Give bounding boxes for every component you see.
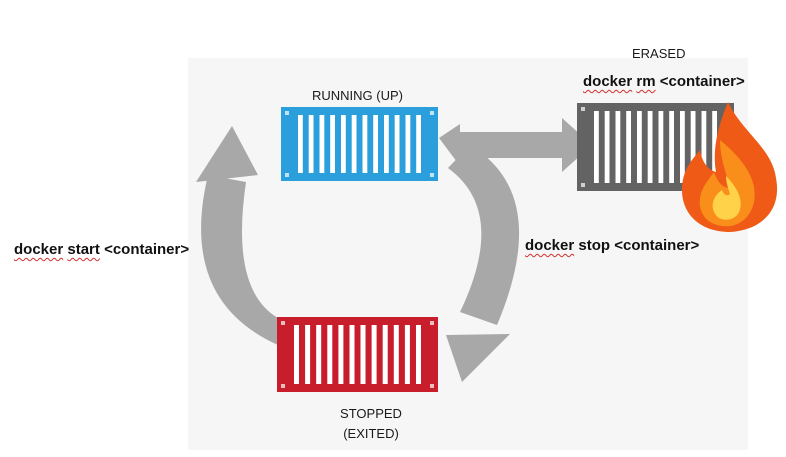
running-container-slat xyxy=(405,115,411,173)
stopped-container-slat xyxy=(316,325,322,384)
stopped-container-corner xyxy=(430,384,434,388)
stop-arrow xyxy=(446,145,520,382)
stopped-container-slat xyxy=(382,325,388,384)
docker-stop-command-verb: stop xyxy=(578,237,611,254)
stopped-container-slat xyxy=(360,325,366,384)
docker-rm-command-arg: <container> xyxy=(659,73,745,90)
erased-container-corner xyxy=(581,107,585,111)
stopped-container-slat xyxy=(393,325,399,384)
running-container-slat xyxy=(351,115,357,173)
running-container-slat xyxy=(373,115,378,173)
docker-start-command-word: docker xyxy=(14,241,64,258)
docker-rm-command-verb: rm xyxy=(636,73,656,90)
rm-arrow xyxy=(439,118,592,172)
running-container-slat xyxy=(416,115,421,173)
docker-start-command-verb: start xyxy=(67,241,100,258)
erased-container-slat xyxy=(701,111,707,183)
running-container-slat xyxy=(362,115,368,173)
running-container-slat xyxy=(319,115,325,173)
running-container-corner xyxy=(285,173,289,177)
stopped-container-slat xyxy=(305,325,311,384)
erased-container-slat xyxy=(669,111,674,183)
docker-start-command-label: docker start <container> xyxy=(14,241,189,258)
docker-rm-command-word: docker xyxy=(583,73,633,90)
docker-rm-command-label: docker rm <container> xyxy=(583,73,745,90)
stopped-container-corner xyxy=(281,321,285,325)
stopped-container-slat xyxy=(371,325,377,384)
stopped-container-corner xyxy=(281,384,285,388)
docker-stop-command-arg: <container> xyxy=(614,237,700,254)
stopped-container-slat xyxy=(404,325,410,384)
erased-container-slat xyxy=(615,111,621,183)
docker-stop-command-word: docker xyxy=(525,237,575,254)
stopped-container-icon xyxy=(277,317,438,392)
running-container-corner xyxy=(285,111,289,115)
docker-start-command-arg: <container> xyxy=(104,241,190,258)
erased-container-slat xyxy=(594,111,599,183)
running-container-corner xyxy=(430,111,434,115)
running-container-slat xyxy=(308,115,314,173)
stopped-container-corner xyxy=(430,321,434,325)
erased-container-slat xyxy=(680,111,685,183)
running-state-label: RUNNING (UP) xyxy=(312,88,403,103)
stopped-state-label: STOPPED (EXITED) xyxy=(326,404,416,444)
running-container-slat xyxy=(341,115,346,173)
erased-container-slat xyxy=(690,111,696,183)
stopped-container-slat xyxy=(338,325,344,384)
running-container-slat xyxy=(384,115,389,173)
stopped-state-label-line2: (EXITED) xyxy=(343,426,399,441)
stopped-container-slat xyxy=(416,325,421,384)
running-container-icon xyxy=(281,107,438,181)
erased-container-icon xyxy=(577,103,734,191)
erased-container-slat xyxy=(604,111,610,183)
stopped-container-slat xyxy=(349,325,355,384)
stopped-container-slat xyxy=(294,325,299,384)
fire-icon xyxy=(682,102,778,232)
erased-container-slat xyxy=(658,111,664,183)
erased-container-slat xyxy=(626,111,631,183)
running-container-corner xyxy=(430,173,434,177)
running-container-slat xyxy=(298,115,303,173)
erased-container-corner xyxy=(581,183,585,187)
running-container-slat xyxy=(330,115,335,173)
docker-stop-command-label: docker stop <container> xyxy=(525,237,699,254)
erased-container-slat xyxy=(712,111,717,183)
running-container-slat xyxy=(394,115,400,173)
start-arrow xyxy=(196,126,278,345)
stopped-state-label-line1: STOPPED xyxy=(340,406,402,421)
erased-state-label: ERASED xyxy=(632,46,686,61)
erased-container-slat xyxy=(637,111,642,183)
erased-container-slat xyxy=(647,111,653,183)
stopped-container-slat xyxy=(327,325,333,384)
